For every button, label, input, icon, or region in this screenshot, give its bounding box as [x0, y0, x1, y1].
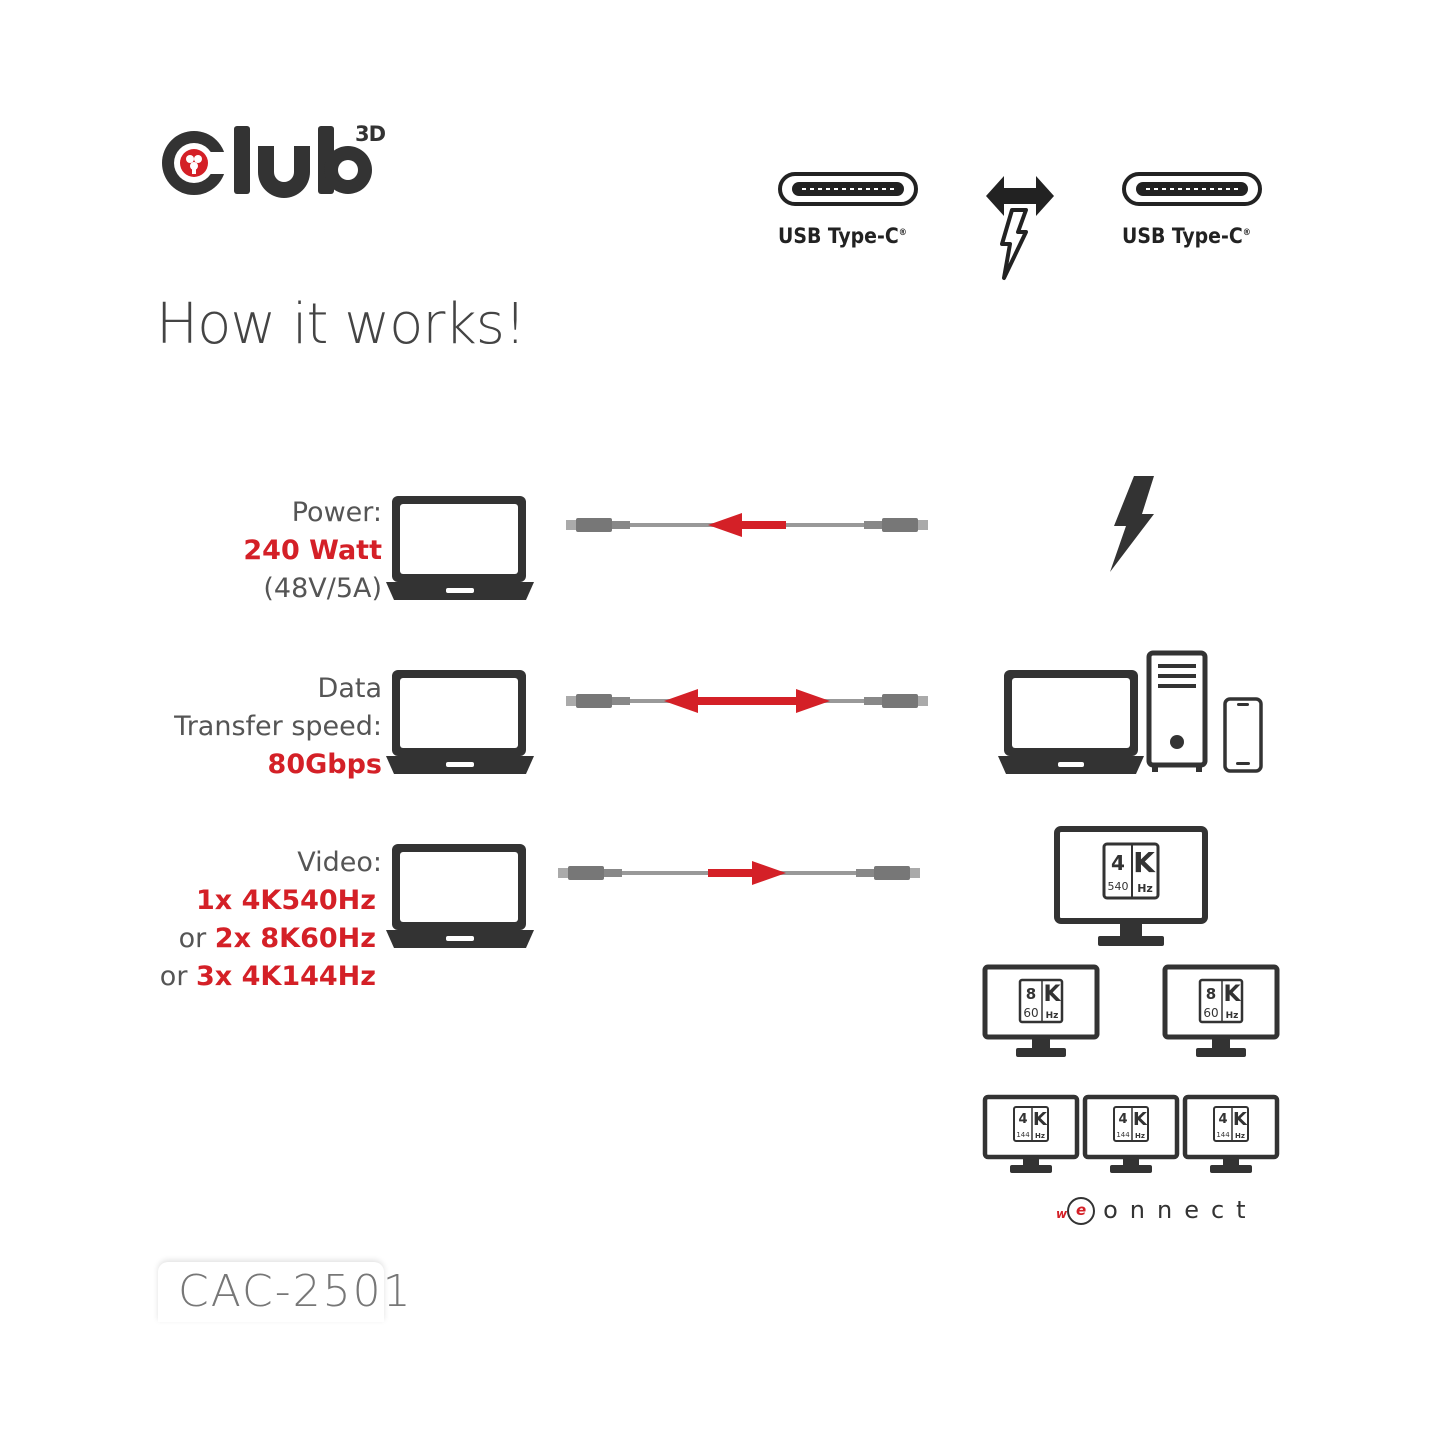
video-option-3: 3x 4K144Hz [196, 961, 376, 992]
laptop-icon [386, 496, 534, 600]
desktop-tower-icon [1146, 650, 1208, 772]
monitor-4k144-1-icon: 4 K 144 Hz [982, 1094, 1080, 1173]
power-label-block: Power: 240 Watt (48V/5A) [243, 494, 382, 608]
monitor-4k144-3-icon: 4 K 144 Hz [1182, 1094, 1280, 1173]
svg-text:60: 60 [1023, 1006, 1038, 1020]
model-number: CAC-2501 [178, 1266, 413, 1317]
video-option-1: 1x 4K540Hz [196, 885, 376, 916]
svg-text:144: 144 [1216, 1131, 1230, 1139]
smartphone-icon [1223, 697, 1263, 773]
svg-text:Hz: Hz [1226, 1011, 1239, 1021]
laptop-device-icon [998, 670, 1144, 774]
cable-video-arrow-right [558, 861, 920, 885]
data-label-line1: Data [317, 673, 382, 704]
svg-text:540: 540 [1108, 880, 1129, 893]
usb-type-c-label-right: USB Type-C® [1122, 224, 1251, 248]
bidirectional-thunderbolt-icon [986, 176, 1054, 280]
usb-type-c-label-left: USB Type-C® [778, 224, 907, 248]
svg-text:K: K [1133, 1109, 1148, 1130]
monitor-4k540-icon: 4 K 540 Hz [1054, 826, 1208, 946]
svg-text:K: K [1233, 1109, 1248, 1130]
svg-text:4: 4 [1111, 851, 1125, 875]
svg-text:4: 4 [1018, 1112, 1027, 1127]
svg-text:K: K [1043, 982, 1061, 1007]
laptop-icon [386, 844, 534, 948]
cable-power-arrow-left [566, 513, 928, 537]
video-or-2: or [159, 961, 188, 992]
monitor-8k60-left-icon: 8 K 60 Hz [982, 964, 1100, 1057]
monitor-4k144-2-icon: 4 K 144 Hz [1082, 1094, 1180, 1173]
data-label-line2: Transfer speed: [174, 711, 382, 742]
usb-c-port-right-icon [1122, 172, 1262, 206]
video-or-1: or [178, 923, 207, 954]
usb-c-port-left-icon [778, 172, 918, 206]
power-value: 240 Watt [243, 535, 382, 566]
svg-text:Hz: Hz [1135, 1132, 1145, 1140]
svg-text:144: 144 [1116, 1131, 1130, 1139]
thunderbolt-power-icon [1110, 476, 1154, 572]
svg-text:8: 8 [1206, 985, 1216, 1003]
svg-text:Hz: Hz [1046, 1011, 1059, 1021]
svg-text:Hz: Hz [1235, 1132, 1245, 1140]
svg-text:K: K [1033, 1109, 1048, 1130]
svg-text:K: K [1133, 846, 1156, 879]
video-option-2: 2x 8K60Hz [214, 923, 376, 954]
monitor-8k60-right-icon: 8 K 60 Hz [1162, 964, 1280, 1057]
svg-text:4: 4 [1118, 1112, 1127, 1127]
svg-text:K: K [1223, 982, 1241, 1007]
laptop-icon [386, 670, 534, 774]
svg-text:144: 144 [1016, 1131, 1030, 1139]
svg-text:4: 4 [1218, 1112, 1227, 1127]
svg-text:8: 8 [1026, 985, 1036, 1003]
model-tab [158, 1262, 384, 1322]
cable-data-arrow-both [566, 689, 928, 713]
logo-superscript: 3D [355, 122, 386, 146]
video-label: Video: [297, 847, 382, 878]
svg-text:Hz: Hz [1137, 882, 1153, 895]
video-label-block: Video: 1x 4K540Hz or 2x 8K60Hz or 3x 4K1… [160, 844, 382, 996]
club3d-logo [162, 126, 372, 198]
svg-text:60: 60 [1203, 1006, 1218, 1020]
data-value: 80Gbps [267, 749, 382, 780]
power-detail: (48V/5A) [263, 573, 382, 604]
data-label-block: Data Transfer speed: 80Gbps [174, 670, 382, 784]
svg-text:Hz: Hz [1035, 1132, 1045, 1140]
page-title: How it works! [156, 292, 526, 357]
power-label: Power: [291, 497, 382, 528]
